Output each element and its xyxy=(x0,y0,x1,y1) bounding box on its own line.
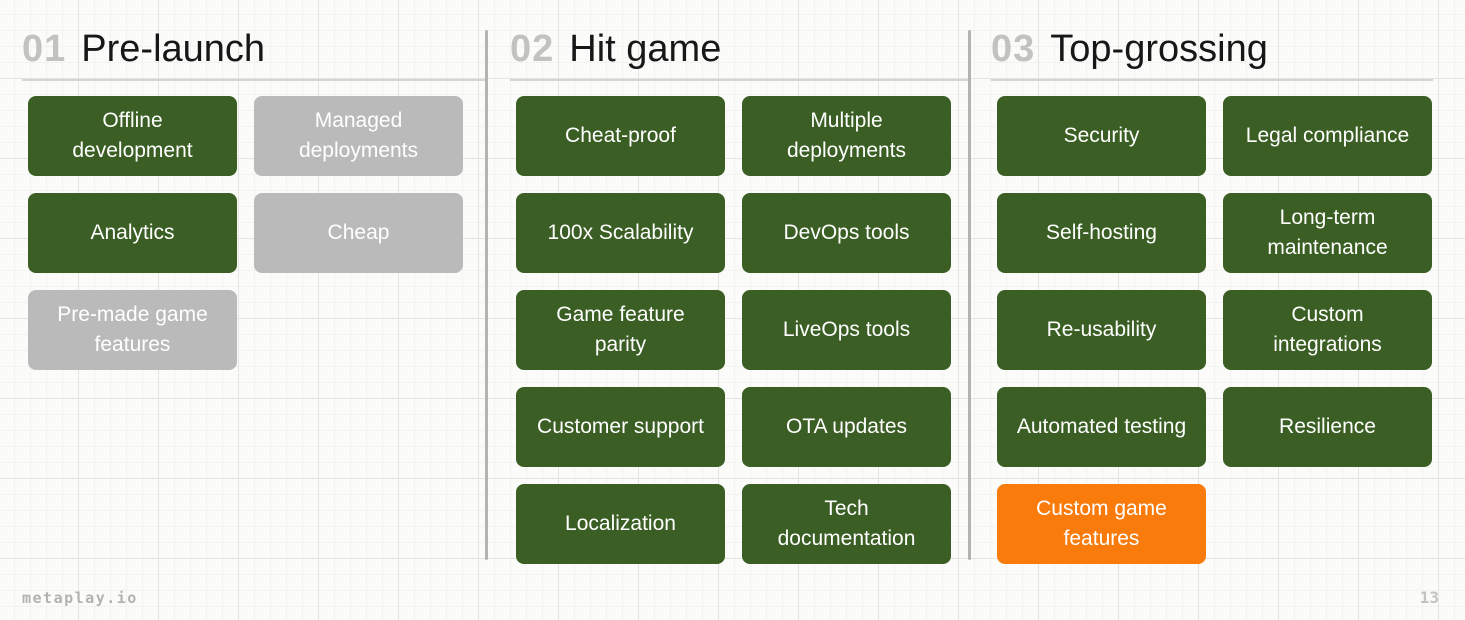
card-label: Long-term maintenance xyxy=(1267,206,1388,259)
card-cheat-proof: Cheat-proof xyxy=(516,96,725,176)
card-localization: Localization xyxy=(516,484,725,564)
column-divider xyxy=(485,30,488,560)
card-self-hosting: Self-hosting xyxy=(997,193,1206,273)
card-label: Managed deployments xyxy=(298,109,419,162)
card-100x-scalability: 100x Scalability xyxy=(516,193,725,273)
column-number: 01 xyxy=(22,28,67,70)
header-underline xyxy=(22,79,485,81)
card-custom-integrations: Custom integrations xyxy=(1223,290,1432,370)
card-resilience: Resilience xyxy=(1223,387,1432,467)
card-label: Custom game features xyxy=(1036,497,1167,550)
card-legal-compliance: Legal compliance xyxy=(1223,96,1432,176)
card-customer-support: Customer support xyxy=(516,387,725,467)
column-divider xyxy=(968,30,971,560)
card-multiple-deployments: Multiple deployments xyxy=(742,96,951,176)
card-label: Customer support xyxy=(537,415,704,439)
card-cheap: Cheap xyxy=(254,193,463,273)
card-offline-development: Offline development xyxy=(28,96,237,176)
card-label: Legal compliance xyxy=(1245,124,1410,148)
column-title: Top-grossing xyxy=(1050,28,1268,70)
column-number: 02 xyxy=(510,28,555,70)
column-header: 03 Top-grossing xyxy=(991,26,1433,72)
card-label: Game feature parity xyxy=(556,303,685,356)
card-label: Resilience xyxy=(1279,415,1376,439)
header-underline xyxy=(510,79,968,81)
card-label: Offline development xyxy=(72,109,193,162)
card-ota-updates: OTA updates xyxy=(742,387,951,467)
card-tech-documentation: Tech documentation xyxy=(742,484,951,564)
cards-grid: Cheat-proof Multiple deployments 100x Scal… xyxy=(516,96,968,564)
page-number: 13 xyxy=(1419,588,1439,607)
header-underline xyxy=(991,79,1433,81)
card-label: Analytics xyxy=(90,221,175,245)
card-pre-made-game-features: Pre-made game features xyxy=(28,290,237,370)
card-managed-deployments: Managed deployments xyxy=(254,96,463,176)
card-label: Cheat-proof xyxy=(565,124,676,148)
column-title: Pre-launch xyxy=(81,28,266,70)
column-number: 03 xyxy=(991,28,1036,70)
column-title: Hit game xyxy=(569,28,722,70)
card-label: Multiple deployments xyxy=(786,109,907,162)
card-security: Security xyxy=(997,96,1206,176)
card-label: Cheap xyxy=(327,221,390,245)
card-automated-testing: Automated testing xyxy=(997,387,1206,467)
card-label: Re-usability xyxy=(1046,318,1157,342)
card-label: Security xyxy=(1063,124,1140,148)
brand-footer: metaplay.io xyxy=(22,589,138,607)
card-label: Automated testing xyxy=(1016,415,1187,439)
card-label: LiveOps tools xyxy=(782,318,911,342)
card-label: OTA updates xyxy=(785,415,908,439)
card-label: DevOps tools xyxy=(783,221,910,245)
column-header: 01 Pre-launch xyxy=(22,26,485,72)
card-label: Custom integrations xyxy=(1273,303,1382,356)
card-liveops-tools: LiveOps tools xyxy=(742,290,951,370)
card-label: Pre-made game features xyxy=(57,303,208,356)
column-header: 02 Hit game xyxy=(510,26,968,72)
card-re-usability: Re-usability xyxy=(997,290,1206,370)
card-game-feature-parity: Game feature parity xyxy=(516,290,725,370)
card-analytics: Analytics xyxy=(28,193,237,273)
card-label: Tech documentation xyxy=(777,497,916,550)
card-label: 100x Scalability xyxy=(547,221,694,245)
card-label: Self-hosting xyxy=(1046,221,1157,245)
card-label: Localization xyxy=(565,512,676,536)
card-devops-tools: DevOps tools xyxy=(742,193,951,273)
card-long-term-maintenance: Long-term maintenance xyxy=(1223,193,1432,273)
card-custom-game-features: Custom game features xyxy=(997,484,1206,564)
